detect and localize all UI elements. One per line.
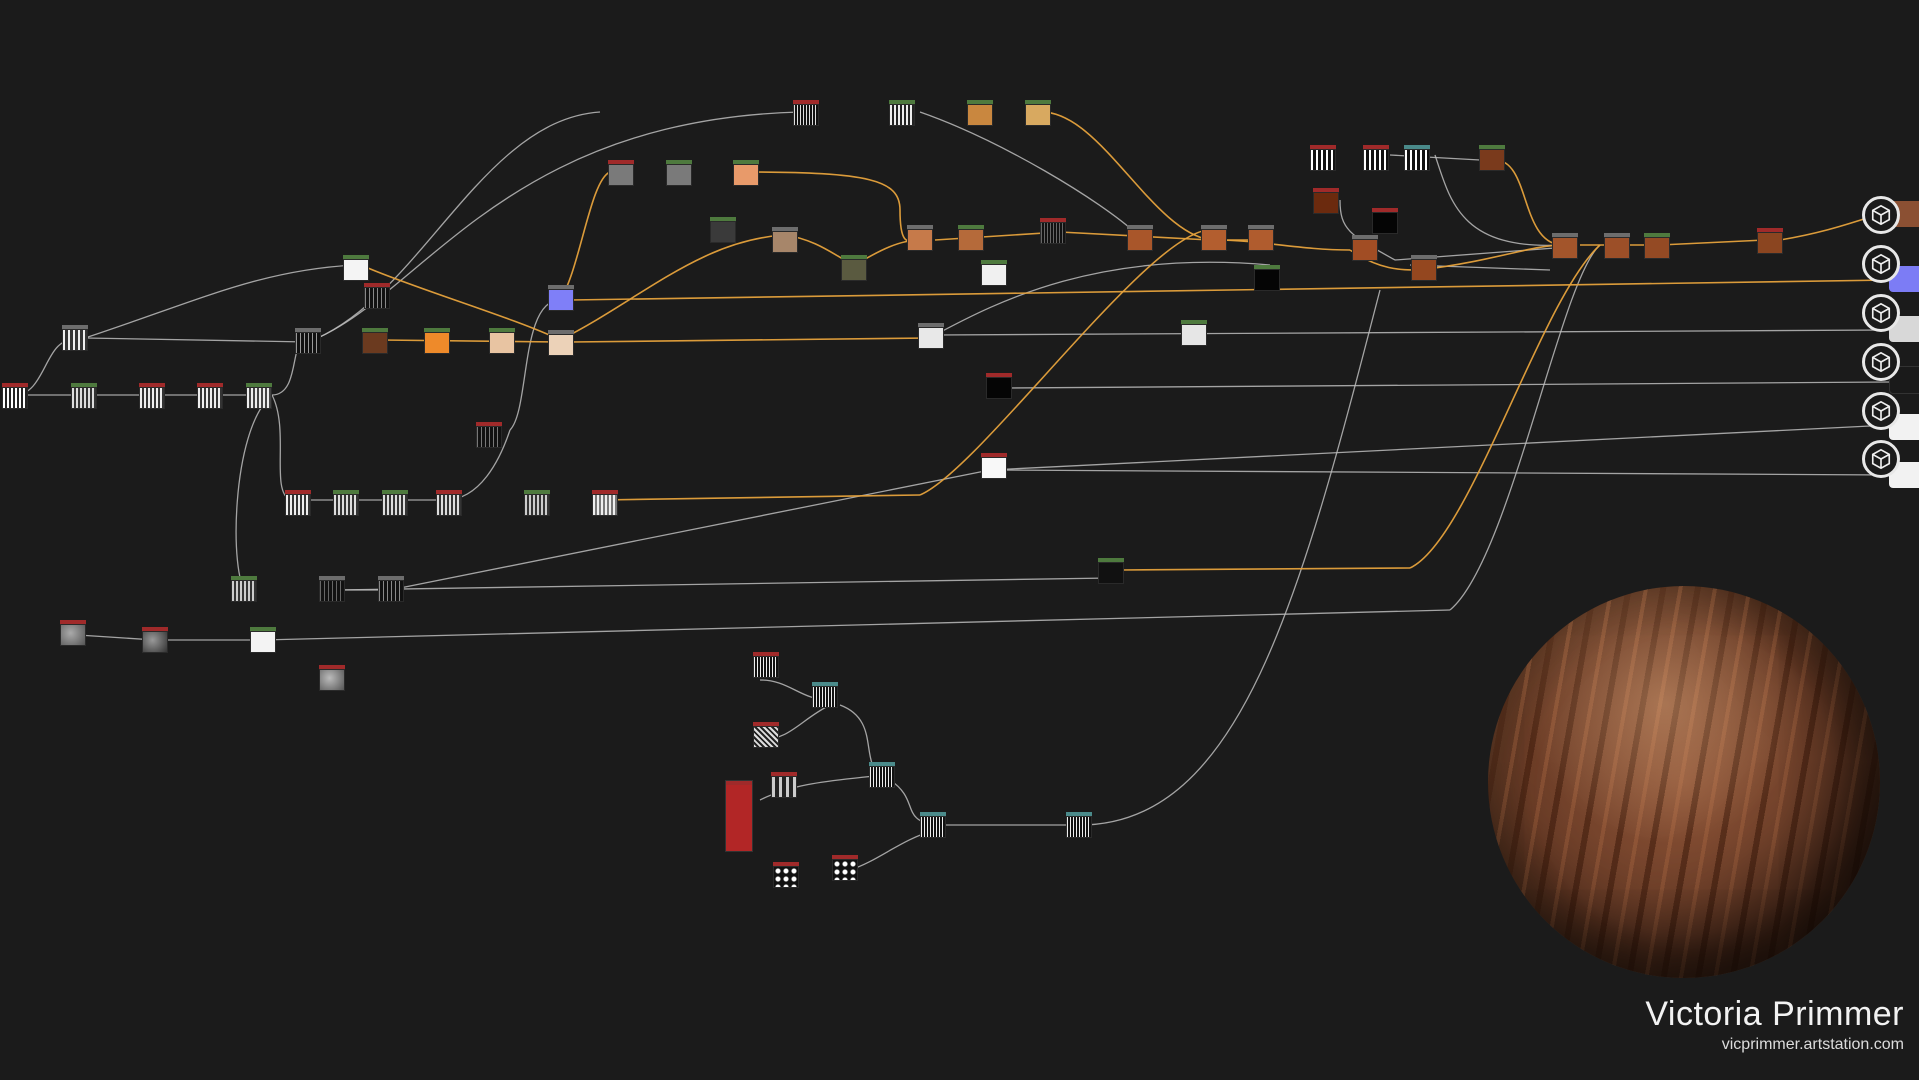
graph-node[interactable] xyxy=(364,283,390,314)
graph-node[interactable] xyxy=(142,627,168,658)
cube-icon xyxy=(1871,253,1891,275)
graph-node[interactable] xyxy=(1201,225,1227,256)
graph-node[interactable] xyxy=(382,490,408,521)
graph-node[interactable] xyxy=(1098,558,1124,589)
graph-node[interactable] xyxy=(60,620,86,651)
graph-node[interactable] xyxy=(489,328,515,359)
graph-node[interactable] xyxy=(793,100,819,131)
graph-node[interactable] xyxy=(1248,225,1274,256)
graph-node[interactable] xyxy=(1040,218,1066,249)
graph-node[interactable] xyxy=(832,855,858,886)
graph-node[interactable] xyxy=(378,576,404,607)
artist-website: vicprimmer.artstation.com xyxy=(1721,1036,1904,1053)
graph-node[interactable] xyxy=(958,225,984,256)
graph-node[interactable] xyxy=(139,383,165,414)
artist-name: Victoria Primmer xyxy=(1645,995,1904,1033)
graph-node[interactable] xyxy=(362,328,388,359)
graph-node[interactable] xyxy=(436,490,462,521)
graph-node[interactable] xyxy=(1181,320,1207,351)
graph-node-large[interactable] xyxy=(725,780,753,852)
graph-node[interactable] xyxy=(1352,235,1378,266)
output-node-metallic[interactable] xyxy=(1862,343,1900,381)
graph-node[interactable] xyxy=(1404,145,1430,176)
material-preview-sphere xyxy=(1488,586,1880,978)
graph-node[interactable] xyxy=(295,328,321,359)
graph-node[interactable] xyxy=(1025,100,1051,131)
graph-node[interactable] xyxy=(771,772,797,803)
graph-node[interactable] xyxy=(1411,255,1437,286)
graph-node[interactable] xyxy=(869,762,895,793)
graph-node[interactable] xyxy=(71,383,97,414)
graph-node[interactable] xyxy=(285,490,311,521)
graph-node[interactable] xyxy=(918,323,944,354)
graph-node[interactable] xyxy=(1644,233,1670,264)
graph-node[interactable] xyxy=(1363,145,1389,176)
graph-node[interactable] xyxy=(1066,812,1092,843)
graph-node[interactable] xyxy=(889,100,915,131)
cube-icon xyxy=(1871,302,1891,324)
graph-node[interactable] xyxy=(608,160,634,191)
graph-node[interactable] xyxy=(592,490,618,521)
output-node-roughness[interactable] xyxy=(1862,294,1900,332)
output-node-base-color[interactable] xyxy=(1862,196,1900,234)
graph-node[interactable] xyxy=(62,325,88,356)
cube-icon xyxy=(1871,400,1891,422)
graph-node[interactable] xyxy=(548,330,574,361)
graph-node[interactable] xyxy=(1372,208,1398,239)
graph-node[interactable] xyxy=(920,812,946,843)
output-node-height[interactable] xyxy=(1862,392,1900,430)
graph-node[interactable] xyxy=(907,225,933,256)
graph-node[interactable] xyxy=(753,652,779,683)
graph-node[interactable] xyxy=(231,576,257,607)
output-node-ambient-occlusion[interactable] xyxy=(1862,440,1900,478)
graph-node[interactable] xyxy=(319,576,345,607)
graph-node[interactable] xyxy=(1310,145,1336,176)
connection-wires xyxy=(14,111,1891,871)
graph-node[interactable] xyxy=(773,862,799,893)
graph-node[interactable] xyxy=(981,260,1007,291)
graph-node[interactable] xyxy=(1552,233,1578,264)
cube-icon xyxy=(1871,448,1891,470)
graph-node[interactable] xyxy=(1604,233,1630,264)
graph-node[interactable] xyxy=(250,627,276,658)
graph-node[interactable] xyxy=(733,160,759,191)
graph-node[interactable] xyxy=(1757,228,1783,259)
graph-node[interactable] xyxy=(1313,188,1339,219)
graph-node[interactable] xyxy=(710,217,736,248)
graph-node[interactable] xyxy=(986,373,1012,404)
graph-node[interactable] xyxy=(343,255,369,286)
graph-node[interactable] xyxy=(197,383,223,414)
graph-node[interactable] xyxy=(1479,145,1505,176)
graph-node[interactable] xyxy=(1127,225,1153,256)
cube-icon xyxy=(1871,351,1891,373)
graph-node[interactable] xyxy=(2,383,28,414)
graph-node[interactable] xyxy=(424,328,450,359)
graph-node[interactable] xyxy=(246,383,272,414)
graph-node[interactable] xyxy=(812,682,838,713)
graph-node[interactable] xyxy=(333,490,359,521)
graph-node[interactable] xyxy=(524,490,550,521)
graph-node[interactable] xyxy=(476,422,502,453)
graph-node[interactable] xyxy=(666,160,692,191)
output-node-normal[interactable] xyxy=(1862,245,1900,283)
graph-node[interactable] xyxy=(981,453,1007,484)
graph-node[interactable] xyxy=(772,227,798,258)
graph-node[interactable] xyxy=(548,285,574,316)
graph-node[interactable] xyxy=(967,100,993,131)
graph-node[interactable] xyxy=(841,255,867,286)
graph-node[interactable] xyxy=(1254,265,1280,296)
cube-icon xyxy=(1871,204,1891,226)
artist-signature: Victoria Primmer vicprimmer.artstation.c… xyxy=(1645,995,1904,1054)
graph-node[interactable] xyxy=(319,665,345,696)
graph-node[interactable] xyxy=(753,722,779,753)
